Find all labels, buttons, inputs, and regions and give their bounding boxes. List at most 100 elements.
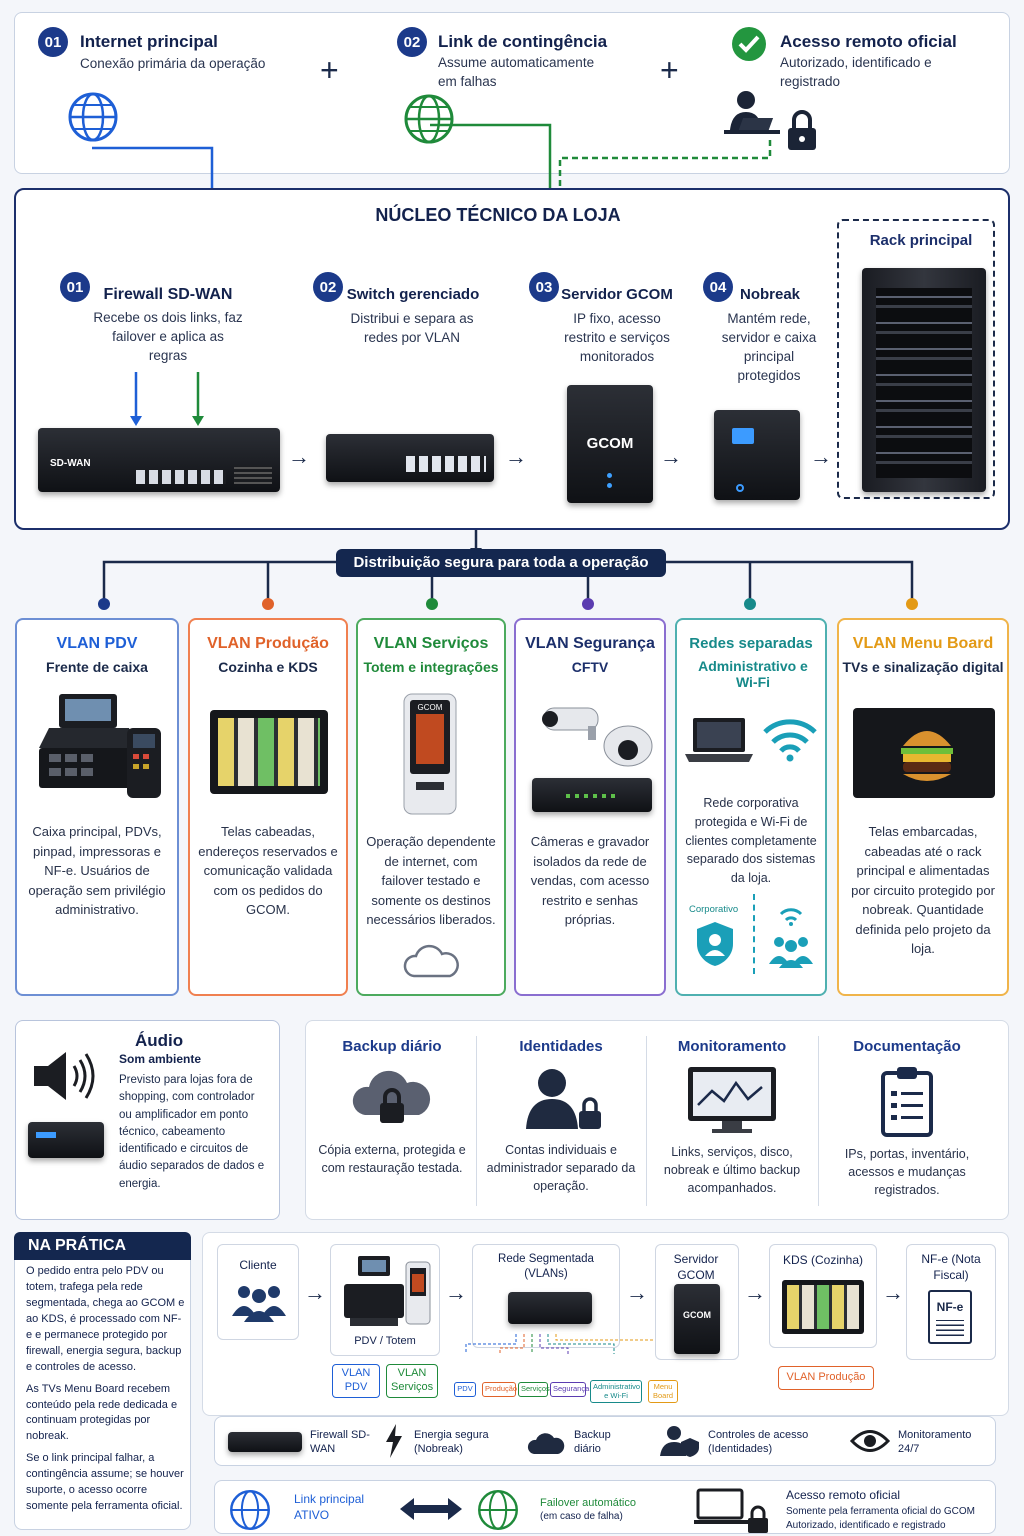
- bottom-link-label: Link principal ATIVO: [294, 1492, 365, 1522]
- strip-backup-label: Backup diário: [574, 1429, 611, 1456]
- arrow-right: →: [744, 1280, 766, 1305]
- arrow-right: →: [660, 444, 682, 469]
- rack-device: [862, 268, 986, 492]
- vlan-subtitle: CFTV: [571, 659, 609, 675]
- nobreak-display: [732, 428, 754, 444]
- servidor-sub: IP fixo, acesso restrito e serviços moni…: [564, 311, 670, 364]
- swap-arrows-icon: [400, 1498, 462, 1520]
- switch-ports: [406, 456, 486, 472]
- rack-label: Rack principal: [869, 232, 973, 249]
- sdwan-vents: [234, 466, 272, 484]
- vlan-title: VLAN Segurança: [525, 635, 655, 652]
- flow-kds-label: KDS (Cozinha): [782, 1253, 864, 1267]
- flow-gcom-label: GCOM: [683, 1310, 711, 1320]
- vlan-subtitle: Frente de caixa: [46, 659, 148, 675]
- vlan-subtitle: Totem e integrações: [363, 659, 499, 675]
- node-dot: [98, 598, 110, 610]
- divider: [476, 1036, 477, 1206]
- servidor-title: Servidor GCOM: [561, 286, 673, 303]
- bottom-remote-line1: Somente pela ferramenta oficial do GCOM: [786, 1506, 975, 1517]
- check-icon: [732, 27, 766, 61]
- plus-sign: +: [320, 52, 339, 88]
- kiosk-totem-icon: GCOM: [403, 693, 457, 815]
- arrow-right: →: [626, 1280, 648, 1305]
- vlan-subtitle: Administrativo e Wi-Fi: [698, 658, 808, 690]
- flow-kds-screen: [782, 1280, 864, 1334]
- mini-tag-producao: Produção: [482, 1382, 517, 1397]
- service-title: Identidades: [519, 1038, 603, 1055]
- service-title: Documentação: [853, 1038, 961, 1055]
- arrow-right: →: [288, 444, 310, 469]
- nobreak-device: [714, 410, 800, 500]
- cctv-camera-icon: [542, 707, 653, 767]
- bottom-failover-sub: (em caso de falha): [540, 1511, 623, 1522]
- vlan-subtitle: Cozinha e KDS: [218, 659, 318, 675]
- node-dot: [582, 598, 594, 610]
- service-monitoramento: Monitoramento Links, serviços, disco, no…: [656, 1038, 808, 1197]
- vlan-subtitle: TVs e sinalização digital: [842, 659, 1004, 675]
- service-text: IPs, portas, inventário, acessos e mudan…: [844, 1147, 970, 1198]
- firewall-title: Firewall SD-WAN: [103, 286, 233, 303]
- firewall-input-arrows: [130, 372, 204, 426]
- switch-sub: Distribui e separa as redes por VLAN: [350, 311, 474, 345]
- flow-nfe-label: NF-e (Nota Fiscal): [921, 1252, 981, 1282]
- shield-user-icon: [697, 922, 733, 966]
- service-backup: Backup diário Cópia externa, protegida e…: [316, 1038, 468, 1177]
- step-number: 01: [60, 272, 90, 302]
- arrow-right: →: [304, 1280, 326, 1305]
- flow-cliente-label: Cliente: [239, 1258, 277, 1272]
- node-dot: [262, 598, 274, 610]
- arrow-right: →: [882, 1280, 904, 1305]
- vlan-redes-card: Redes separadas Administrativo e Wi-Fi R…: [675, 618, 827, 996]
- strip-firewall-icon: [228, 1432, 302, 1452]
- mini-tag-servicos: Serviços: [518, 1382, 550, 1397]
- lightning-icon: [386, 1424, 402, 1458]
- menuboard-tv-icon: [853, 708, 995, 798]
- nobreak-sub: Mantém rede, servidor e caixa principal …: [721, 311, 817, 383]
- acesso-remoto-sub: Autorizado, identificado e registrado: [780, 55, 932, 89]
- laptop-lock-icon: [694, 1488, 768, 1533]
- eye-icon: [850, 1430, 890, 1452]
- user-lock-icon: [526, 1069, 601, 1129]
- clipboard-icon: [881, 1067, 933, 1137]
- led: [607, 483, 612, 488]
- node-dot: [906, 598, 918, 610]
- nfe-document-icon: NF-e: [928, 1290, 972, 1344]
- pos-terminal-icon: [39, 694, 161, 798]
- wifi-icon: [763, 719, 817, 762]
- user-shield-icon: [660, 1426, 699, 1457]
- gcom-label: GCOM: [586, 435, 634, 452]
- mini-tag-admin: Administrativo e Wi-Fi: [590, 1380, 642, 1404]
- speaker-icon: [34, 1052, 95, 1100]
- sdwan-label: SD-WAN: [50, 458, 91, 469]
- link-contingencia-title: Link de contingência: [438, 32, 608, 51]
- remote-user-lock-icon: [724, 91, 816, 150]
- vlan-description: Rede corporativa protegida e Wi-Fi de cl…: [685, 796, 817, 885]
- arrow-right: →: [445, 1280, 467, 1305]
- nvr-leds: [566, 794, 616, 798]
- service-title: Monitoramento: [677, 1038, 787, 1055]
- switch-device: [326, 434, 494, 482]
- audio-text: Previsto para lojas fora de shopping, co…: [119, 1074, 265, 1190]
- power-led: [736, 484, 744, 492]
- step-number: 03: [529, 272, 559, 302]
- globe-icon: [404, 94, 454, 144]
- audio-title: Áudio: [135, 1031, 184, 1050]
- divider: [818, 1036, 819, 1206]
- arrow-right: →: [810, 444, 832, 469]
- dashed-divider: [753, 894, 755, 974]
- vlan-title: Redes separadas: [689, 635, 813, 652]
- practice-header: NA PRÁTICA: [14, 1232, 191, 1260]
- laptop-icon: [685, 718, 753, 762]
- bottom-failover-label: Failover automático: [540, 1497, 636, 1509]
- bottom-strip: [214, 1480, 996, 1534]
- mini-tag-menuboard: Menu Board: [648, 1380, 678, 1404]
- link-contingencia-sub: Assume automaticamente em falhas: [438, 55, 595, 89]
- cloud-icon: [527, 1433, 565, 1454]
- flow-servidor-label: Servidor GCOM: [673, 1252, 719, 1282]
- vlan-pdv-card: VLAN PDV Frente de caixa Caixa principal…: [15, 618, 179, 996]
- monitor-chart-icon: [688, 1067, 776, 1133]
- kds-tiles: [218, 718, 320, 786]
- service-text: Links, serviços, disco, nobreak e último…: [663, 1145, 801, 1196]
- internet-principal-sub: Conexão primária da operação: [80, 56, 266, 71]
